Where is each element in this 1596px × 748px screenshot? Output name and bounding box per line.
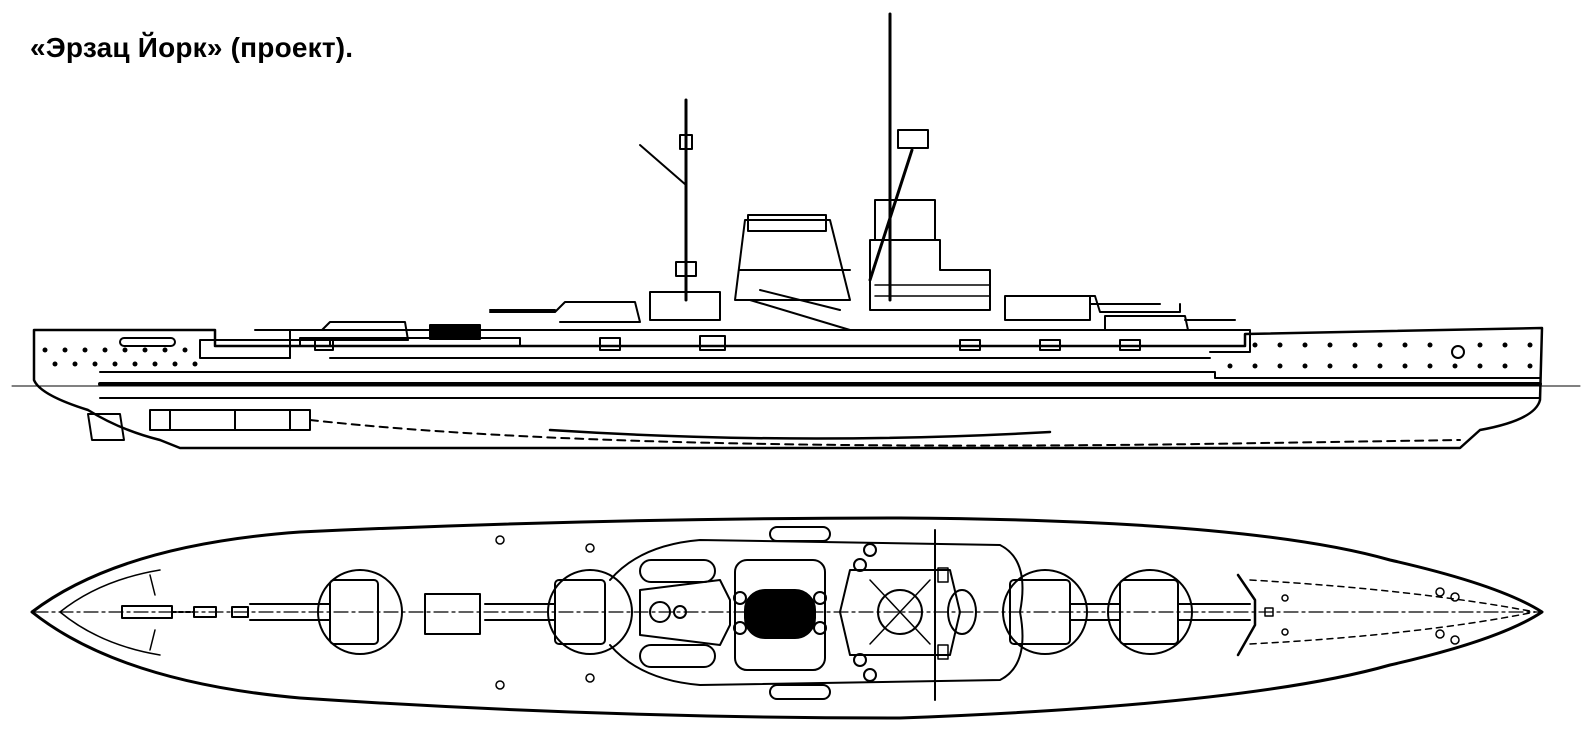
anchor-hawse bbox=[1451, 345, 1465, 359]
plan-aft-bridge bbox=[639, 579, 731, 646]
plan-aft-turret-a bbox=[249, 569, 403, 655]
plan-view bbox=[30, 516, 1544, 720]
main-superstructure bbox=[289, 329, 1251, 359]
fwd-turret-2 bbox=[1104, 315, 1189, 331]
stern-underwater bbox=[149, 409, 311, 431]
funnel bbox=[734, 219, 851, 301]
plan-funnel-base bbox=[734, 559, 826, 671]
breakwater bbox=[1236, 573, 1257, 657]
keel-dashed bbox=[309, 419, 1461, 447]
portholes-bow bbox=[1227, 342, 1533, 369]
fore-tower bbox=[869, 239, 991, 311]
plan-central-superstructure bbox=[609, 539, 1024, 686]
plan-fwd-turret-b bbox=[1107, 569, 1251, 655]
aft-deckhouse bbox=[199, 339, 291, 359]
side-profile bbox=[11, 12, 1581, 450]
boat-stack bbox=[429, 324, 481, 340]
plan-funnel bbox=[744, 589, 816, 639]
aft-turret-2 bbox=[489, 301, 641, 323]
hull-outline bbox=[32, 326, 1544, 450]
belt-line-upper bbox=[99, 371, 1541, 379]
casemate-band bbox=[289, 345, 1211, 359]
aft-boat bbox=[119, 337, 176, 347]
fwd-turret-1-body bbox=[1004, 295, 1091, 321]
plan-aft-deckhouse bbox=[424, 593, 481, 635]
tripod-leg bbox=[868, 148, 914, 282]
plan-fittings bbox=[495, 535, 1460, 690]
portholes-aft bbox=[42, 347, 198, 367]
funnel-cap bbox=[747, 214, 827, 232]
aft-turret-1 bbox=[254, 321, 409, 341]
aft-bridge bbox=[649, 291, 721, 321]
rudder bbox=[87, 413, 125, 441]
secondary-guns bbox=[314, 335, 1141, 351]
bilge-keel bbox=[548, 428, 1052, 440]
deck-outline bbox=[30, 516, 1544, 720]
plan-fore-hatch bbox=[947, 589, 977, 635]
plan-aft-turret-b bbox=[484, 569, 633, 655]
plan-fore-tower bbox=[839, 569, 961, 656]
drawing-title: «Эрзац Йорк» (проект). bbox=[30, 32, 354, 63]
plan-fwd-turret-a bbox=[1002, 569, 1121, 655]
